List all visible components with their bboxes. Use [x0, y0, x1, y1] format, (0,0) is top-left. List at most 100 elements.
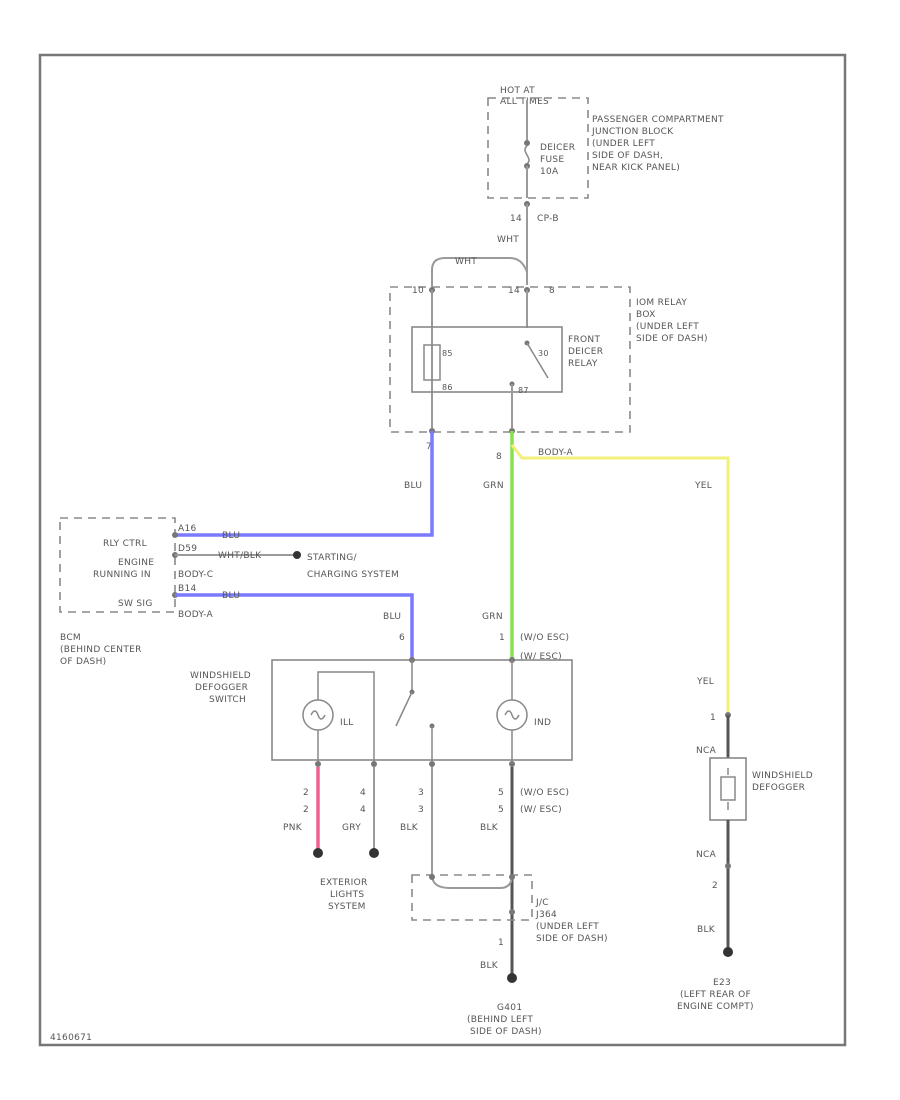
ground-e23-label-3: ENGINE COMPT): [677, 1002, 754, 1012]
relay-box-label-3: (UNDER LEFT: [636, 322, 699, 332]
pnk-wire-label: PNK: [283, 823, 303, 833]
jc-label-2: J364: [535, 910, 557, 920]
wht-wire-label-2: WHT: [455, 257, 477, 267]
front-deicer-relay: [411, 326, 563, 393]
pin-c3-label: 3: [418, 805, 424, 815]
relay-coil-85-label: 85: [442, 349, 453, 358]
ill-label: ILL: [340, 718, 354, 728]
yel-wire-label-2: YEL: [696, 677, 714, 687]
switch-conn-w-esc-2: (W/ ESC): [520, 805, 562, 815]
switch-bottom-pin-2: [371, 761, 377, 767]
blk-wire-label-1: BLK: [400, 823, 419, 833]
blu-wire-label-4: BLU: [383, 612, 401, 622]
ground-g401-label-2: (BEHIND LEFT: [467, 1015, 533, 1025]
exterior-lights-connector-2: [369, 848, 379, 858]
switch-bottom-pin-3: [429, 761, 435, 767]
ground-g401-label-3: SIDE OF DASH): [470, 1027, 542, 1037]
bcm-name-label-3: OF DASH): [60, 657, 106, 667]
switch-bottom-pin-1: [315, 761, 321, 767]
blu-wire-relay-to-bcm: [175, 431, 434, 537]
starting-label-1: STARTING/: [307, 553, 358, 563]
exterior-label-2: LIGHTS: [330, 890, 364, 900]
relay-box-label-2: BOX: [636, 310, 656, 320]
bcm-pin-bodya-label: BODY-A: [178, 610, 214, 620]
ground-g401-label-1: G401: [497, 1003, 522, 1013]
pjb-label-4: SIDE OF DASH,: [592, 151, 663, 161]
switch-pin-1-label: 1: [499, 633, 505, 643]
pin-7-label: 7: [426, 442, 432, 452]
switch-bottom-pin-4: [509, 761, 515, 767]
bcm-name-label-2: (BEHIND CENTER: [60, 645, 142, 655]
jc-pin-label: 1: [498, 938, 504, 948]
pin-b3-label: 3: [418, 788, 424, 798]
ill-lamp-filament: [310, 710, 326, 720]
switch-conn-w-esc: (W/ ESC): [520, 652, 562, 662]
gry-wire-label: GRY: [342, 823, 361, 833]
relay-coil-86-label: 86: [442, 383, 453, 392]
defogger-label-1: WINDSHIELD: [752, 771, 813, 781]
ind-label: IND: [534, 718, 551, 728]
relay-sw-30-label: 30: [538, 349, 549, 358]
grn-wire-label-1: GRN: [483, 481, 504, 491]
defogger-pin1-label: 1: [710, 713, 716, 723]
jc-bus-left: [431, 874, 513, 889]
bcm-engine-label: ENGINE: [118, 558, 154, 568]
fuse-terminal-top: [524, 140, 530, 146]
blk-wire-label-2: BLK: [480, 823, 499, 833]
bcm-pin-b14-label: B14: [178, 584, 197, 594]
relay-t14-label: 14: [508, 286, 520, 296]
jc-top-pin-left: [429, 874, 435, 880]
connector-14a-label: 14: [510, 214, 522, 224]
relay-label-2: DEICER: [568, 347, 603, 357]
relay-t10-label: 10: [412, 286, 424, 296]
pin-c4-label: 5: [498, 805, 504, 815]
pjb-label-2: JUNCTION BLOCK: [591, 127, 674, 137]
jc-outline: [411, 874, 533, 921]
bcm-pin-a16-label: A16: [178, 524, 197, 534]
ind-lamp-filament: [504, 710, 520, 720]
defogger-label-2: DEFOGGER: [752, 783, 805, 793]
pjb-label-5: NEAR KICK PANEL): [592, 163, 680, 173]
starting-charging-connector: [293, 551, 301, 559]
windshield-defogger-switch: [271, 659, 573, 761]
fuse-label-1: DEICER: [540, 143, 575, 153]
blk-wire-label-4: BLK: [697, 925, 716, 935]
jc-label-4: SIDE OF DASH): [536, 934, 608, 944]
pjb-label-1: PASSENGER COMPARTMENT: [592, 115, 724, 125]
blu-wire-label-3: BLU: [222, 591, 240, 601]
switch-conn-wo-esc: (W/O ESC): [520, 633, 569, 643]
relay-box-label-4: SIDE OF DASH): [636, 334, 708, 344]
bcm-running-label: RUNNING IN: [93, 570, 151, 580]
exterior-label-1: EXTERIOR: [320, 878, 368, 888]
exterior-lights-connector-1: [313, 848, 323, 858]
blu-wire-bcm-to-switch: [175, 593, 414, 660]
defswitch-label-3: SWITCH: [209, 695, 246, 705]
relay-label-3: RELAY: [568, 359, 598, 369]
bcm-pin-bodyc-label: BODY-C: [178, 570, 213, 580]
bcm-name-label-1: BCM: [60, 633, 81, 643]
yel-wire-label-1: YEL: [694, 481, 712, 491]
bcm-sw-sig-label: SW SIG: [118, 599, 153, 609]
all-times-label: ALL TIMES: [500, 97, 549, 107]
connector-cpb-label: CP-B: [537, 214, 559, 224]
pin-b4-label: 5: [498, 788, 504, 798]
blk-wire-label-3: BLK: [480, 961, 499, 971]
diagram-frame: [38, 53, 847, 1047]
defswitch-label-2: DEFOGGER: [195, 683, 248, 693]
defogger-element-icon: [720, 768, 736, 810]
ill-circuit-loop: [317, 671, 375, 764]
whtblk-wire-label: WHT/BLK: [218, 551, 262, 561]
switch-conn-wo-esc-2: (W/O ESC): [520, 788, 569, 798]
yel-wire-relay-to-defogger: [510, 444, 730, 712]
jc-bottom-pin: [509, 909, 515, 915]
relay-box-label-1: IOM RELAY: [636, 298, 687, 308]
defswitch-label-1: WINDSHIELD: [190, 671, 251, 681]
pin-b1-label: 2: [303, 788, 309, 798]
relay-sw-87-label: 87: [518, 386, 529, 395]
jc-label-3: (UNDER LEFT: [536, 922, 599, 932]
switch-pin-6-label: 6: [399, 633, 405, 643]
switch-contact-blade: [395, 691, 413, 727]
pin-c2-label: 4: [360, 805, 366, 815]
windshield-defogger: [709, 757, 747, 821]
